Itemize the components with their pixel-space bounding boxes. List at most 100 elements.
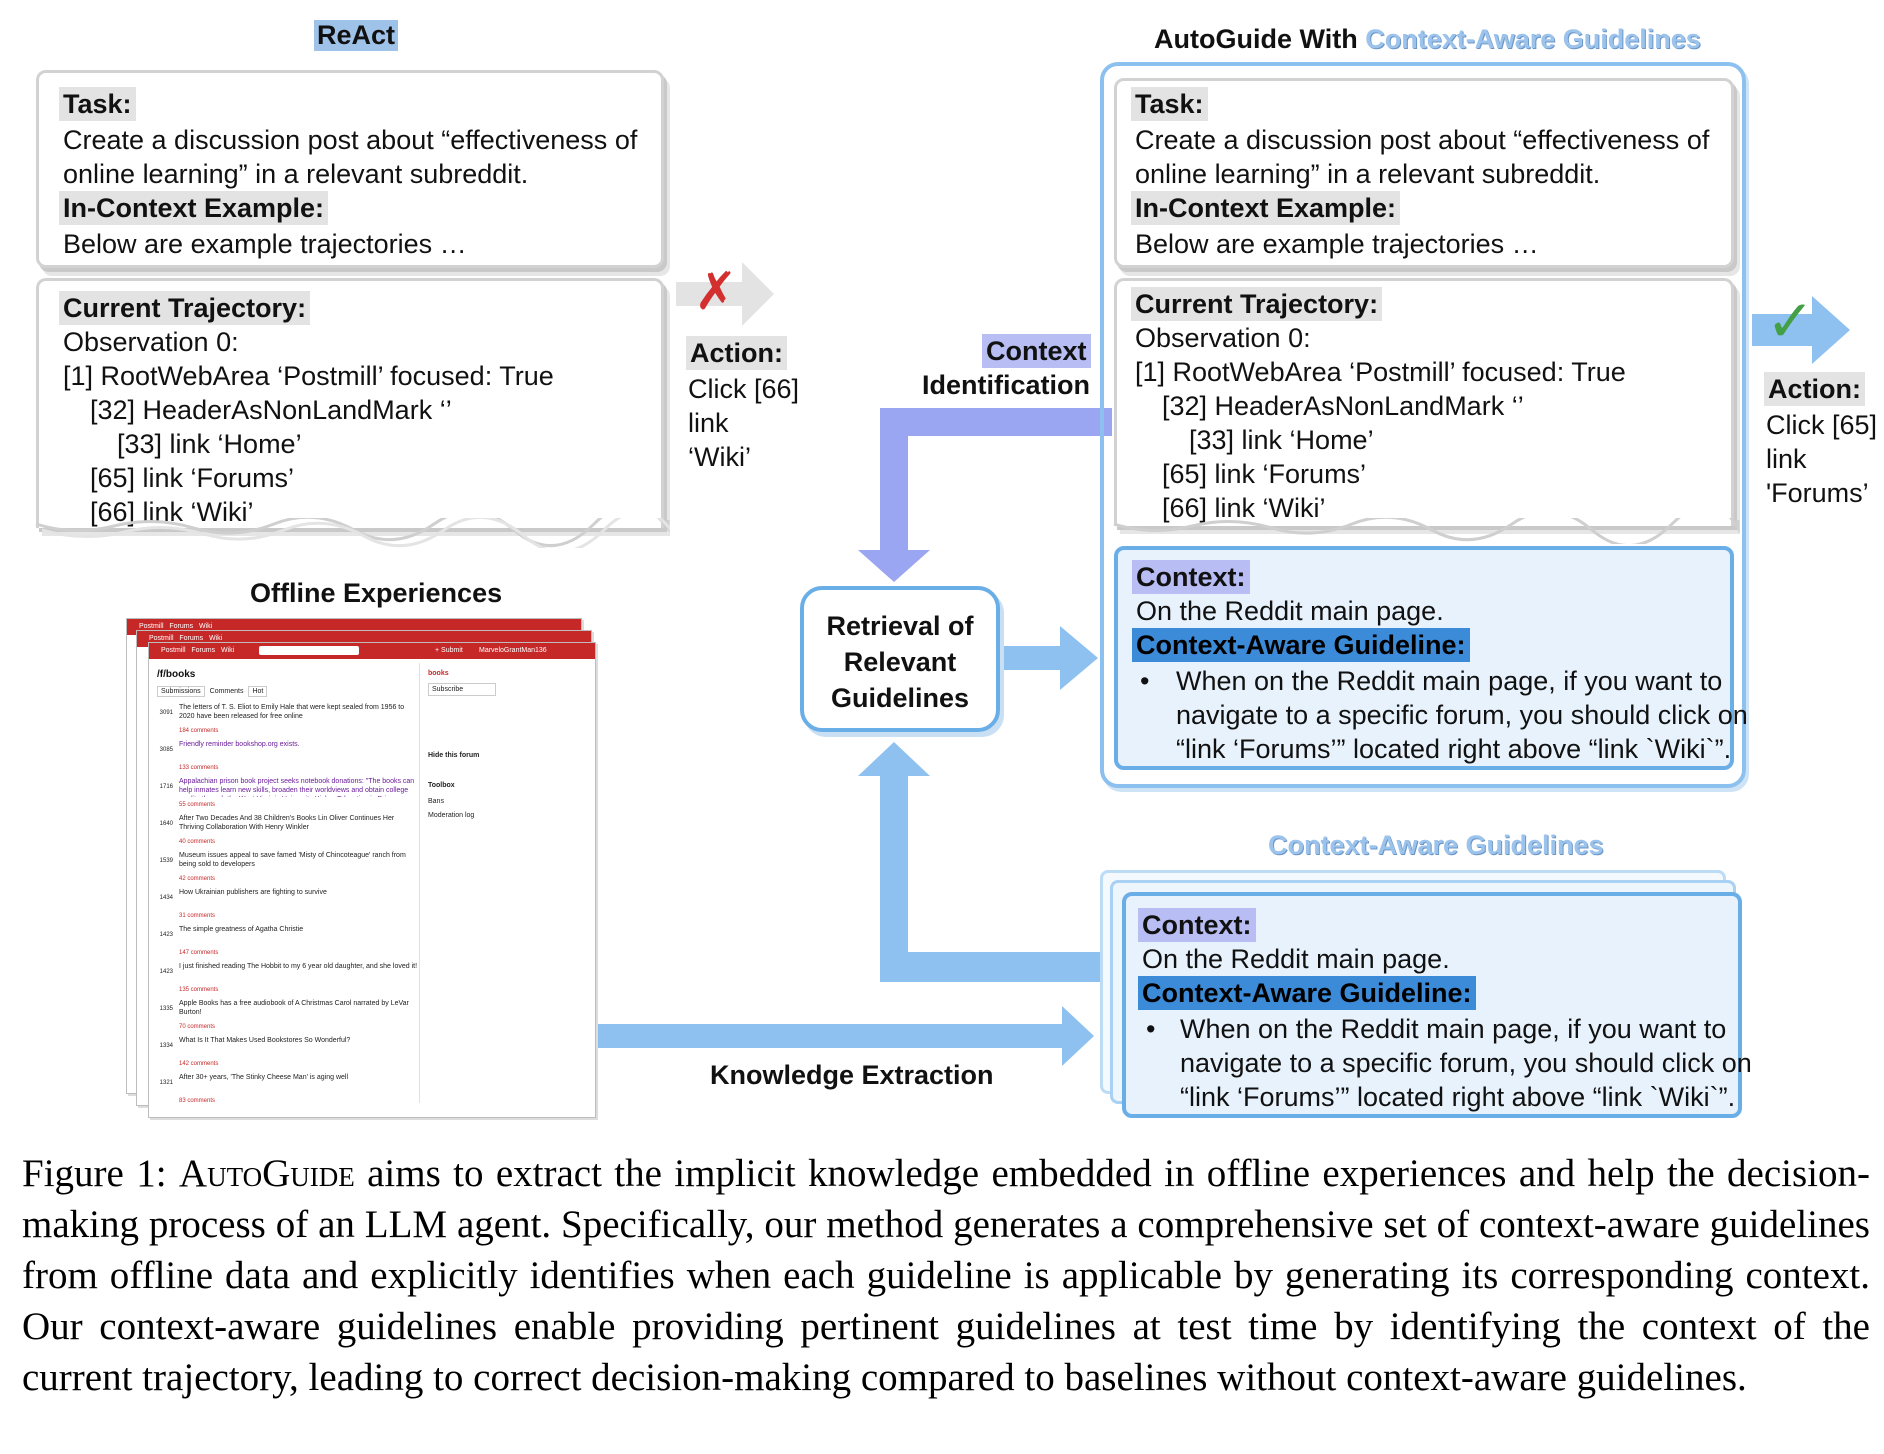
post-row[interactable]: 1321 After 30+ years, 'The Stinky Cheese … — [157, 1073, 419, 1109]
post-comments[interactable]: 70 comments — [179, 1024, 216, 1030]
autoguide-task-card: Task: Create a discussion post about “ef… — [1114, 78, 1734, 268]
context-text: On the Reddit main page. — [1136, 596, 1444, 626]
post-comments[interactable]: 55 comments — [179, 802, 216, 808]
guideline-line: When on the Reddit main page, if you wan… — [1176, 666, 1723, 696]
trajectory-line: [1] RootWebArea ‘Postmill’ focused: True — [63, 361, 554, 391]
post-comments[interactable]: 184 comments — [179, 728, 219, 734]
autoguide-title-prefix: AutoGuide With — [1154, 24, 1366, 54]
torn-edge — [1113, 518, 1740, 544]
tab-comments[interactable]: Comments — [209, 688, 244, 695]
bullet-icon: • — [1140, 666, 1150, 696]
post-row[interactable]: 1716 Appalachian prison book project seek… — [157, 777, 419, 813]
post-row[interactable]: 1423 The simple greatness of Agatha Chris… — [157, 925, 419, 961]
post-row[interactable]: 1434 How Ukrainian publishers are fightin… — [157, 888, 419, 924]
post-score: 1640 — [159, 821, 173, 827]
tab-submissions[interactable]: Submissions — [157, 686, 205, 697]
guideline-line: navigate to a specific forum, you should… — [1180, 1048, 1752, 1078]
user-menu[interactable]: MarveloGrantMan136 — [479, 647, 547, 654]
post-comments[interactable]: 133 comments — [179, 765, 219, 771]
icl-text: Below are example trajectories … — [1135, 229, 1539, 259]
post-comments[interactable]: 142 comments — [179, 1061, 219, 1067]
flow-arrows — [596, 262, 1850, 1066]
guideline-line: navigate to a specific forum, you should… — [1176, 700, 1748, 730]
autoguide-action-line: link — [1766, 444, 1807, 474]
post-row[interactable]: 1640 After Two Decades And 38 Children's … — [157, 814, 419, 850]
task-label: Task: — [59, 87, 136, 121]
screenshot-front: Postmill Forums Wiki + Submit MarveloGra… — [148, 642, 596, 1118]
post-title[interactable]: I just finished reading The Hobbit to my… — [179, 963, 418, 970]
caption-text: aims to extract the implicit knowledge e… — [22, 1152, 1870, 1399]
trajectory-line: [65] link ‘Forums’ — [90, 463, 295, 493]
post-title[interactable]: The letters of T. S. Eliot to Emily Hale… — [179, 704, 405, 720]
post-score: 1321 — [159, 1080, 173, 1086]
post-title[interactable]: The simple greatness of Agatha Christie — [179, 926, 304, 933]
forum-title: /f/books — [157, 669, 196, 680]
task-text-line1: Create a discussion post about “effectiv… — [1135, 125, 1710, 155]
react-action-arrow — [676, 262, 774, 326]
post-score: 3085 — [159, 747, 173, 753]
post-row[interactable]: 3091 The letters of T. S. Eliot to Emily … — [157, 703, 419, 739]
bans-link[interactable]: Bans — [428, 798, 444, 805]
subscribe-button[interactable]: Subscribe — [428, 683, 496, 696]
post-title[interactable]: Museum issues appeal to save famed 'Mist… — [179, 852, 406, 868]
nav-item: Forums — [169, 623, 194, 630]
autoguide-title: AutoGuide With Context-Aware Guidelines — [1154, 24, 1701, 55]
retrieval-to-guideline-arrow — [1004, 626, 1098, 690]
post-title[interactable]: After Two Decades And 38 Children's Book… — [179, 815, 395, 831]
trajectory-line: Observation 0: — [1135, 323, 1311, 353]
caption-method-name: AutoGuide — [178, 1152, 355, 1195]
post-score: 1423 — [159, 932, 173, 938]
post-comments[interactable]: 42 comments — [179, 876, 216, 882]
submit-button[interactable]: + Submit — [435, 647, 463, 654]
post-score: 1335 — [159, 1006, 173, 1012]
knowledge-extraction-arrow — [596, 1006, 1094, 1066]
nav-wiki[interactable]: Wiki — [220, 647, 235, 654]
context-label: Context: — [1132, 560, 1250, 594]
nav-postmill[interactable]: Postmill — [161, 647, 186, 654]
post-comments[interactable]: 147 comments — [179, 950, 219, 956]
trajectory-line: [32] HeaderAsNonLandMark ‘’ — [1162, 391, 1524, 421]
autoguide-trajectory-card: Current Trajectory: Observation 0: [1] R… — [1114, 278, 1734, 526]
torn-edge — [35, 518, 670, 548]
retrieval-line: Retrieval of — [826, 611, 974, 641]
post-comments[interactable]: 83 comments — [179, 1098, 216, 1104]
hide-forum-button[interactable]: Hide this forum — [428, 752, 480, 759]
post-title[interactable]: Apple Books has a free audiobook of A Ch… — [179, 1000, 409, 1016]
task-label: Task: — [1131, 87, 1208, 121]
moderation-log-link[interactable]: Moderation log — [428, 812, 475, 819]
post-title[interactable]: What Is It That Makes Used Bookstores So… — [179, 1037, 351, 1044]
post-title[interactable]: Appalachian prison book project seeks no… — [179, 778, 415, 797]
post-comments[interactable]: 40 comments — [179, 839, 216, 845]
react-action-label: Action: — [686, 336, 787, 370]
context-label: Context: — [1138, 908, 1256, 942]
autoguide-panel — [1100, 62, 1746, 788]
post-row[interactable]: 3085 Friendly reminder bookshop.org exist… — [157, 740, 419, 776]
post-title[interactable]: How Ukrainian publishers are fighting to… — [179, 889, 327, 896]
post-score: 1434 — [159, 895, 173, 901]
post-score: 1716 — [159, 784, 173, 790]
wrong-action-mark: ✗ — [694, 263, 738, 321]
post-comments[interactable]: 31 comments — [179, 913, 216, 919]
sort-hot[interactable]: Hot — [248, 686, 268, 697]
caption-prefix: Figure 1: — [22, 1152, 179, 1195]
post-title[interactable]: After 30+ years, 'The Stinky Cheese Man'… — [179, 1074, 349, 1081]
nav-item: Wiki — [208, 635, 223, 642]
autoguide-title-suffix: Context-Aware Guidelines — [1365, 24, 1701, 54]
trajectory-label: Current Trajectory: — [59, 291, 311, 325]
post-comments[interactable]: 135 comments — [179, 987, 219, 993]
task-text-line1: Create a discussion post about “effectiv… — [63, 125, 638, 155]
icl-label: In-Context Example: — [59, 191, 329, 225]
post-score: 3091 — [159, 710, 173, 716]
site-header: Postmill Forums Wiki + Submit MarveloGra… — [149, 643, 595, 659]
nav-forums[interactable]: Forums — [191, 647, 216, 654]
post-title[interactable]: Friendly reminder bookshop.org exists. — [179, 741, 300, 748]
guideline-label: Context-Aware Guideline: — [1138, 976, 1476, 1010]
trajectory-line: [33] link ‘Home’ — [117, 429, 302, 459]
post-row[interactable]: 1335 Apple Books has a free audiobook of … — [157, 999, 419, 1035]
search-input[interactable] — [259, 646, 359, 655]
guidelines-store-box: Context: On the Reddit main page. Contex… — [1122, 892, 1752, 1118]
react-action-line: Click [66] — [688, 374, 800, 404]
